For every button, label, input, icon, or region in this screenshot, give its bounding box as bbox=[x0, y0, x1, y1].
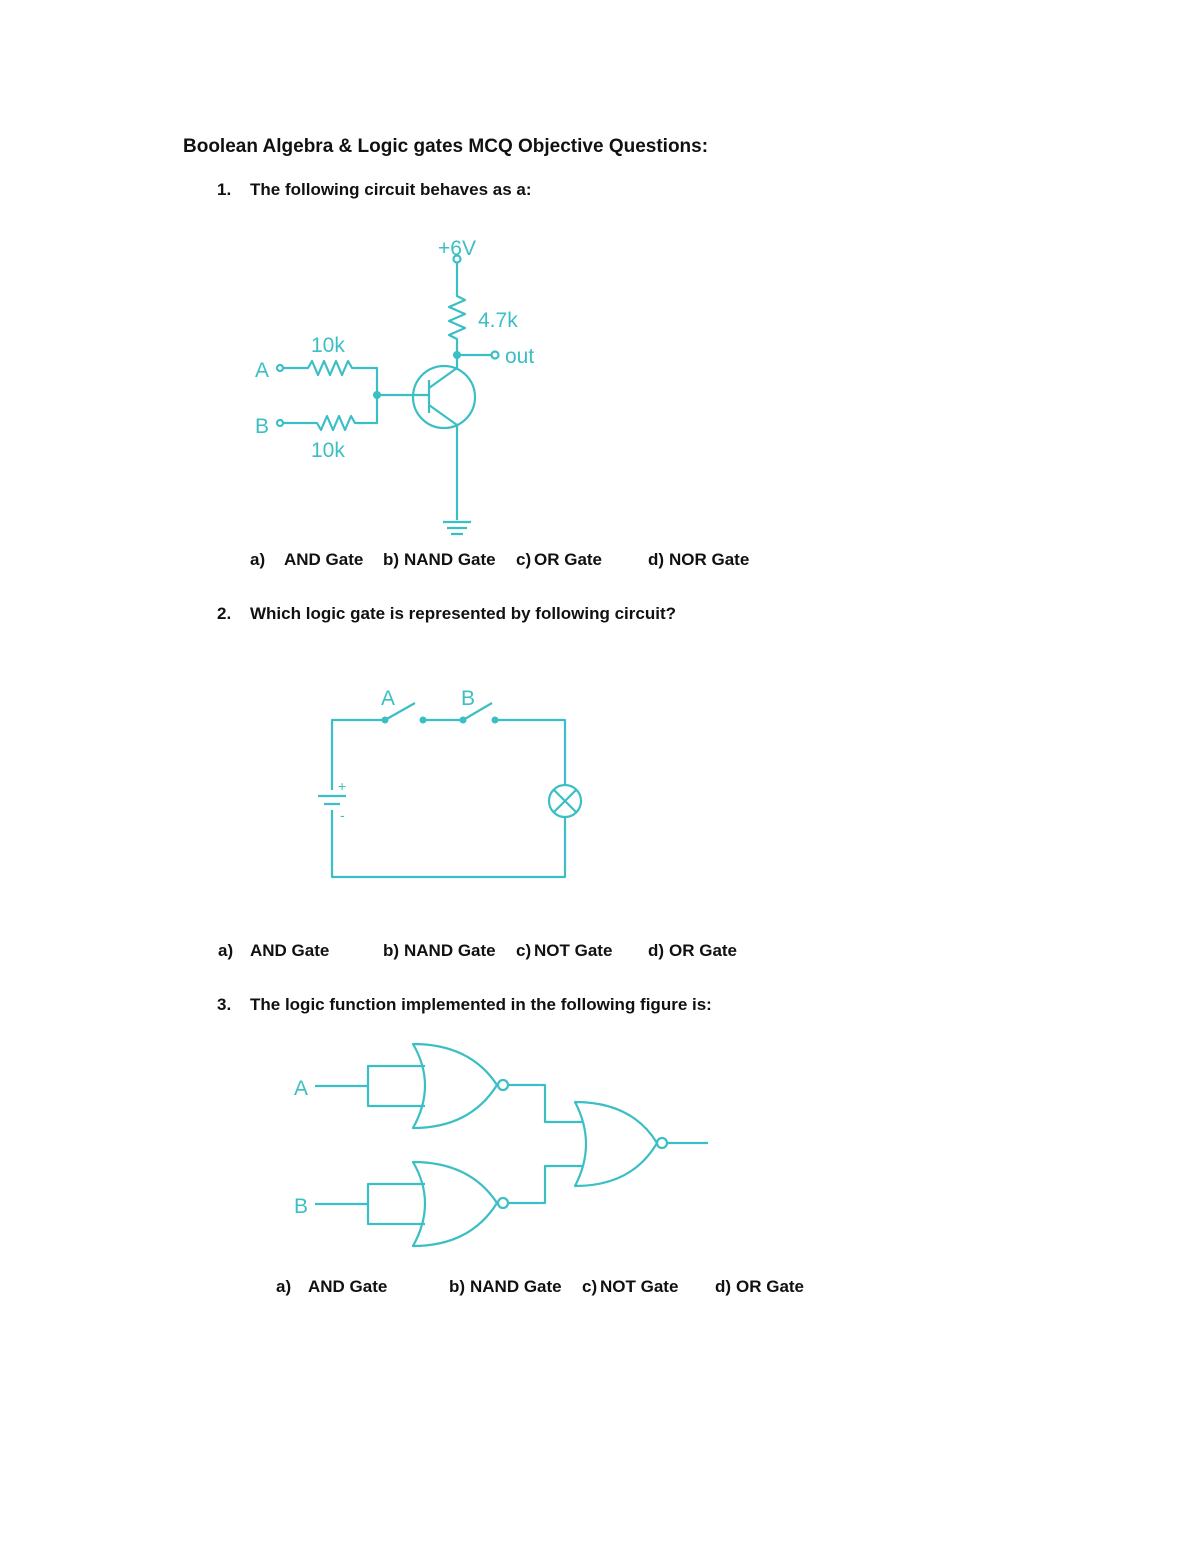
switch-circuit: + - A B bbox=[318, 687, 583, 879]
option-c: NOT Gate bbox=[600, 1277, 679, 1296]
option-c-key: c) bbox=[582, 1277, 598, 1296]
option-b-key: b) bbox=[383, 941, 400, 960]
supply-label: +6V bbox=[438, 237, 476, 260]
transistor-circuit: +6V out 4.7k A B 10k 10k bbox=[255, 237, 534, 536]
option-b: NAND Gate bbox=[404, 550, 496, 569]
option-a-key: a) bbox=[276, 1277, 292, 1296]
option-b: NAND Gate bbox=[404, 941, 496, 960]
lamp-icon bbox=[547, 783, 583, 819]
page-title: Boolean Algebra & Logic gates MCQ Object… bbox=[183, 136, 709, 157]
question-number: 3. bbox=[217, 995, 232, 1014]
svg-text:-: - bbox=[340, 807, 345, 823]
option-d: OR Gate bbox=[669, 941, 738, 960]
input-b-label: B bbox=[294, 1195, 308, 1218]
option-a-key: a) bbox=[218, 941, 234, 960]
question-number: 2. bbox=[217, 604, 232, 623]
question-number: 1. bbox=[217, 180, 232, 199]
resistor-b-label: 10k bbox=[311, 439, 345, 462]
switch-a-label: A bbox=[381, 687, 395, 710]
input-a-label: A bbox=[255, 359, 269, 382]
option-c-key: c) bbox=[516, 550, 532, 569]
svg-text:+: + bbox=[338, 778, 346, 794]
option-d-key: d) bbox=[715, 1277, 732, 1296]
option-d-key: d) bbox=[648, 550, 665, 569]
option-a-key: a) bbox=[250, 550, 266, 569]
option-b: NAND Gate bbox=[470, 1277, 562, 1296]
output-label: out bbox=[505, 345, 534, 368]
battery-icon bbox=[318, 794, 346, 806]
option-a: AND Gate bbox=[284, 550, 364, 569]
nor-gate-circuit: A B bbox=[294, 1042, 708, 1248]
option-b-key: b) bbox=[449, 1277, 466, 1296]
question-text: The logic function implemented in the fo… bbox=[250, 995, 712, 1014]
nor-gate-icon bbox=[573, 1100, 659, 1188]
input-b-label: B bbox=[255, 415, 269, 438]
switch-b-label: B bbox=[461, 687, 475, 710]
option-a: AND Gate bbox=[250, 941, 330, 960]
question-text: The following circuit behaves as a: bbox=[250, 180, 532, 199]
option-b-key: b) bbox=[383, 550, 400, 569]
resistor-a-label: 10k bbox=[311, 334, 345, 357]
option-d: OR Gate bbox=[736, 1277, 805, 1296]
option-d-key: d) bbox=[648, 941, 665, 960]
question-text: Which logic gate is represented by follo… bbox=[250, 604, 677, 623]
option-c-key: c) bbox=[516, 941, 532, 960]
option-c: OR Gate bbox=[534, 550, 603, 569]
transistor-icon bbox=[411, 364, 477, 430]
resistor-label: 4.7k bbox=[478, 309, 518, 332]
input-a-label: A bbox=[294, 1077, 308, 1100]
option-d: NOR Gate bbox=[669, 550, 750, 569]
option-a: AND Gate bbox=[308, 1277, 388, 1296]
nor-gate-icon bbox=[411, 1042, 499, 1130]
option-c: NOT Gate bbox=[534, 941, 613, 960]
nor-gate-icon bbox=[411, 1160, 499, 1248]
